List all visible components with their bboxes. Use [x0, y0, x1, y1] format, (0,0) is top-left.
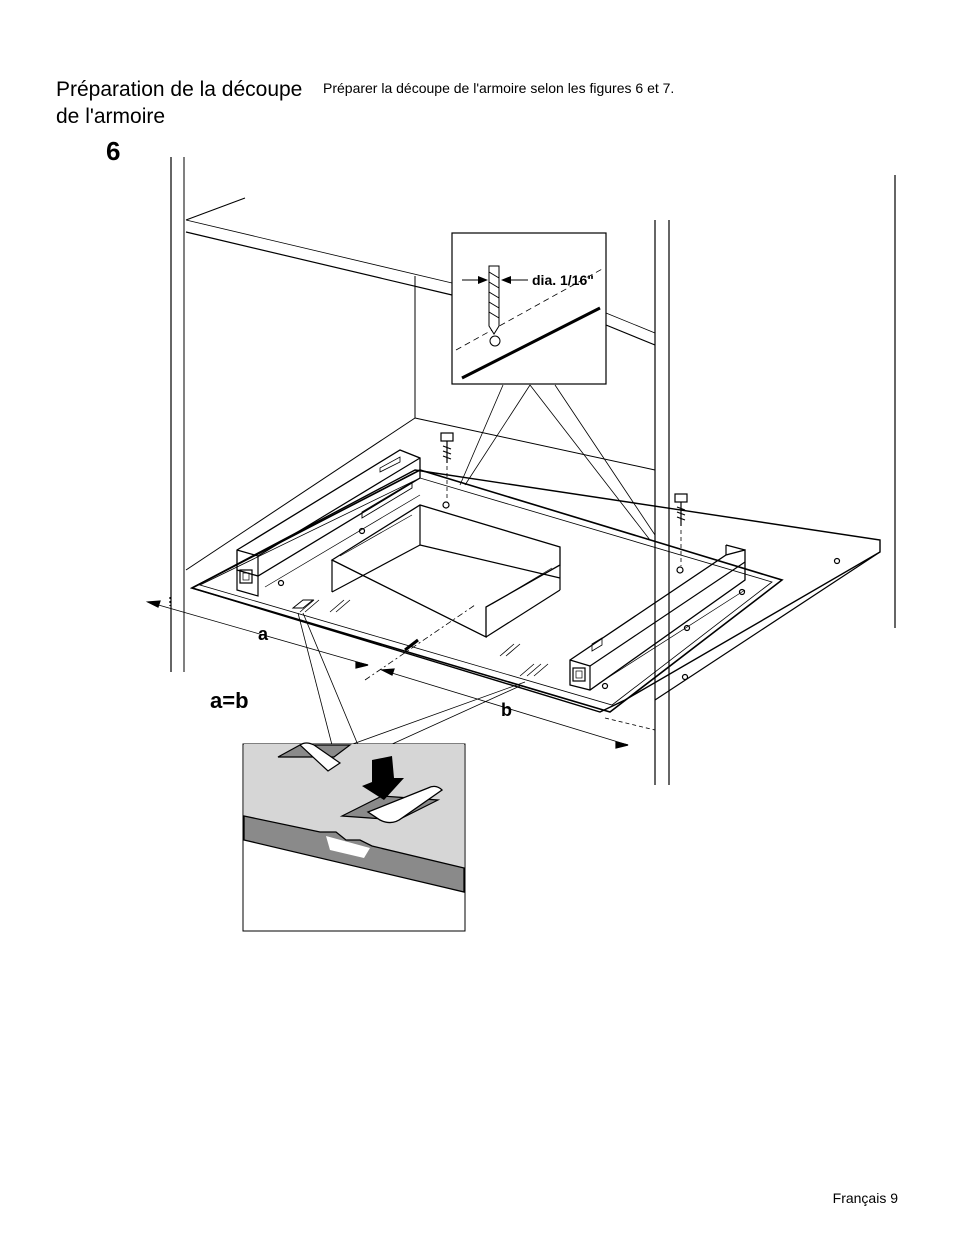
- equation-label: a=b: [210, 688, 249, 713]
- dimension-a-label: a: [258, 624, 269, 644]
- figure-number: 6: [106, 136, 121, 166]
- section-title-line1: Préparation de la découpe: [56, 78, 303, 101]
- clip-detail-inset: [242, 742, 466, 932]
- section-title-line2: de l'armoire: [56, 105, 166, 128]
- section-title: Préparation de la découpe de l'armoire: [56, 76, 316, 130]
- dimension-b-label: b: [501, 700, 512, 720]
- intro-text: Préparer la découpe de l'armoire selon l…: [323, 80, 675, 96]
- drill-diameter-label: dia. 1/16": [532, 272, 594, 288]
- drill-detail-inset: dia. 1/16": [451, 232, 607, 385]
- page-footer: Français 9: [832, 1190, 898, 1206]
